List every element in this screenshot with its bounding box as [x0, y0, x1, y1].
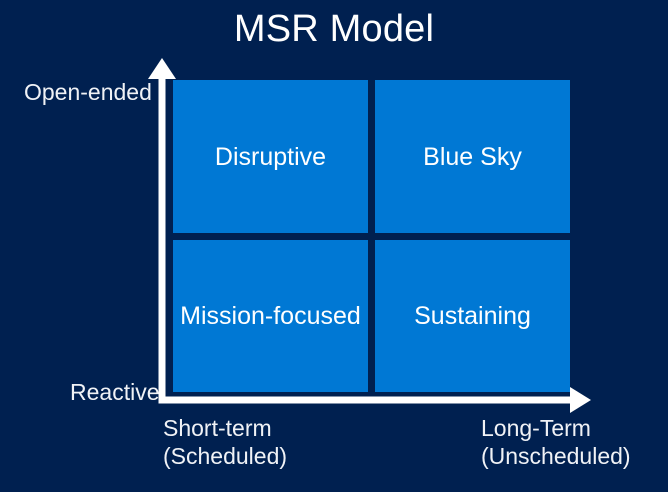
quadrant-mission-focused[interactable]: Mission-focused	[173, 240, 368, 392]
x-axis-label-high-line2: (Unscheduled)	[481, 443, 631, 469]
quadrant-sustaining[interactable]: Sustaining	[375, 240, 570, 392]
x-axis-label-low: Short-term (Scheduled)	[163, 414, 287, 470]
x-axis-label-low-line1: Short-term	[163, 415, 272, 441]
y-axis-label-low: Reactive	[70, 379, 160, 405]
x-axis-label-high: Long-Term (Unscheduled)	[481, 414, 631, 470]
page-title: MSR Model	[233, 8, 435, 50]
y-axis-label-high: Open-ended	[24, 79, 152, 105]
quadrant-blue-sky[interactable]: Blue Sky	[375, 80, 570, 233]
x-axis-label-high-line1: Long-Term	[481, 415, 591, 441]
arrow-right-icon	[570, 387, 591, 413]
quadrant-grid: Disruptive Blue Sky Mission-focused Sust…	[173, 80, 570, 392]
x-axis-label-low-line2: (Scheduled)	[163, 443, 288, 469]
x-axis-line	[158, 396, 577, 404]
arrow-up-icon	[148, 58, 176, 79]
y-axis-line	[158, 72, 166, 403]
quadrant-disruptive[interactable]: Disruptive	[173, 80, 368, 233]
